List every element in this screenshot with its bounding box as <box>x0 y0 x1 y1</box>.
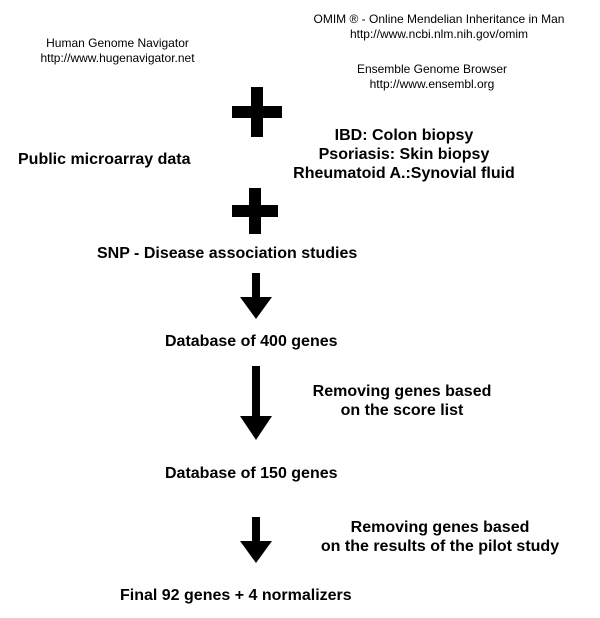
biopsy-psoriasis: Psoriasis: Skin biopsy <box>318 146 490 163</box>
source-hugenavigator-url: http://www.hugenavigator.net <box>40 51 195 65</box>
plus-icon <box>232 87 282 137</box>
source-ensembl-url: http://www.ensembl.org <box>369 77 495 91</box>
source-omim: OMIM ® - Online Mendelian Inheritance in… <box>282 12 596 42</box>
source-hugenavigator-name: Human Genome Navigator <box>46 36 189 50</box>
biopsy-ibd: IBD: Colon biopsy <box>334 127 474 144</box>
step-removal-pilot: Removing genes based on the results of t… <box>290 518 590 556</box>
input-snp: SNP - Disease association studies <box>97 245 358 262</box>
removal-pilot-line1: Removing genes based <box>350 519 530 536</box>
step-db150: Database of 150 genes <box>165 465 338 482</box>
source-omim-url: http://www.ncbi.nlm.nih.gov/omim <box>349 27 529 41</box>
source-ensembl-name: Ensemble Genome Browser <box>356 62 508 76</box>
source-omim-name: OMIM ® - Online Mendelian Inheritance in… <box>313 12 565 26</box>
plus-icon <box>232 188 278 234</box>
biopsy-rheumatoid: Rheumatoid A.:Synovial fluid <box>293 165 515 182</box>
removal-score-line1: Removing genes based <box>312 383 492 400</box>
step-final: Final 92 genes + 4 normalizers <box>120 587 352 604</box>
removal-score-line2: on the score list <box>340 402 464 419</box>
input-microarray: Public microarray data <box>18 151 191 168</box>
source-ensembl: Ensemble Genome Browser http://www.ensem… <box>322 62 542 92</box>
source-hugenavigator: Human Genome Navigator http://www.hugena… <box>20 36 215 66</box>
step-db400: Database of 400 genes <box>165 333 338 350</box>
step-removal-score: Removing genes based on the score list <box>292 382 512 420</box>
input-biopsies: IBD: Colon biopsy Psoriasis: Skin biopsy… <box>280 126 528 183</box>
removal-pilot-line2: on the results of the pilot study <box>320 538 560 555</box>
down-arrow-icon <box>240 273 272 319</box>
down-arrow-icon <box>240 366 272 440</box>
down-arrow-icon <box>240 517 272 563</box>
